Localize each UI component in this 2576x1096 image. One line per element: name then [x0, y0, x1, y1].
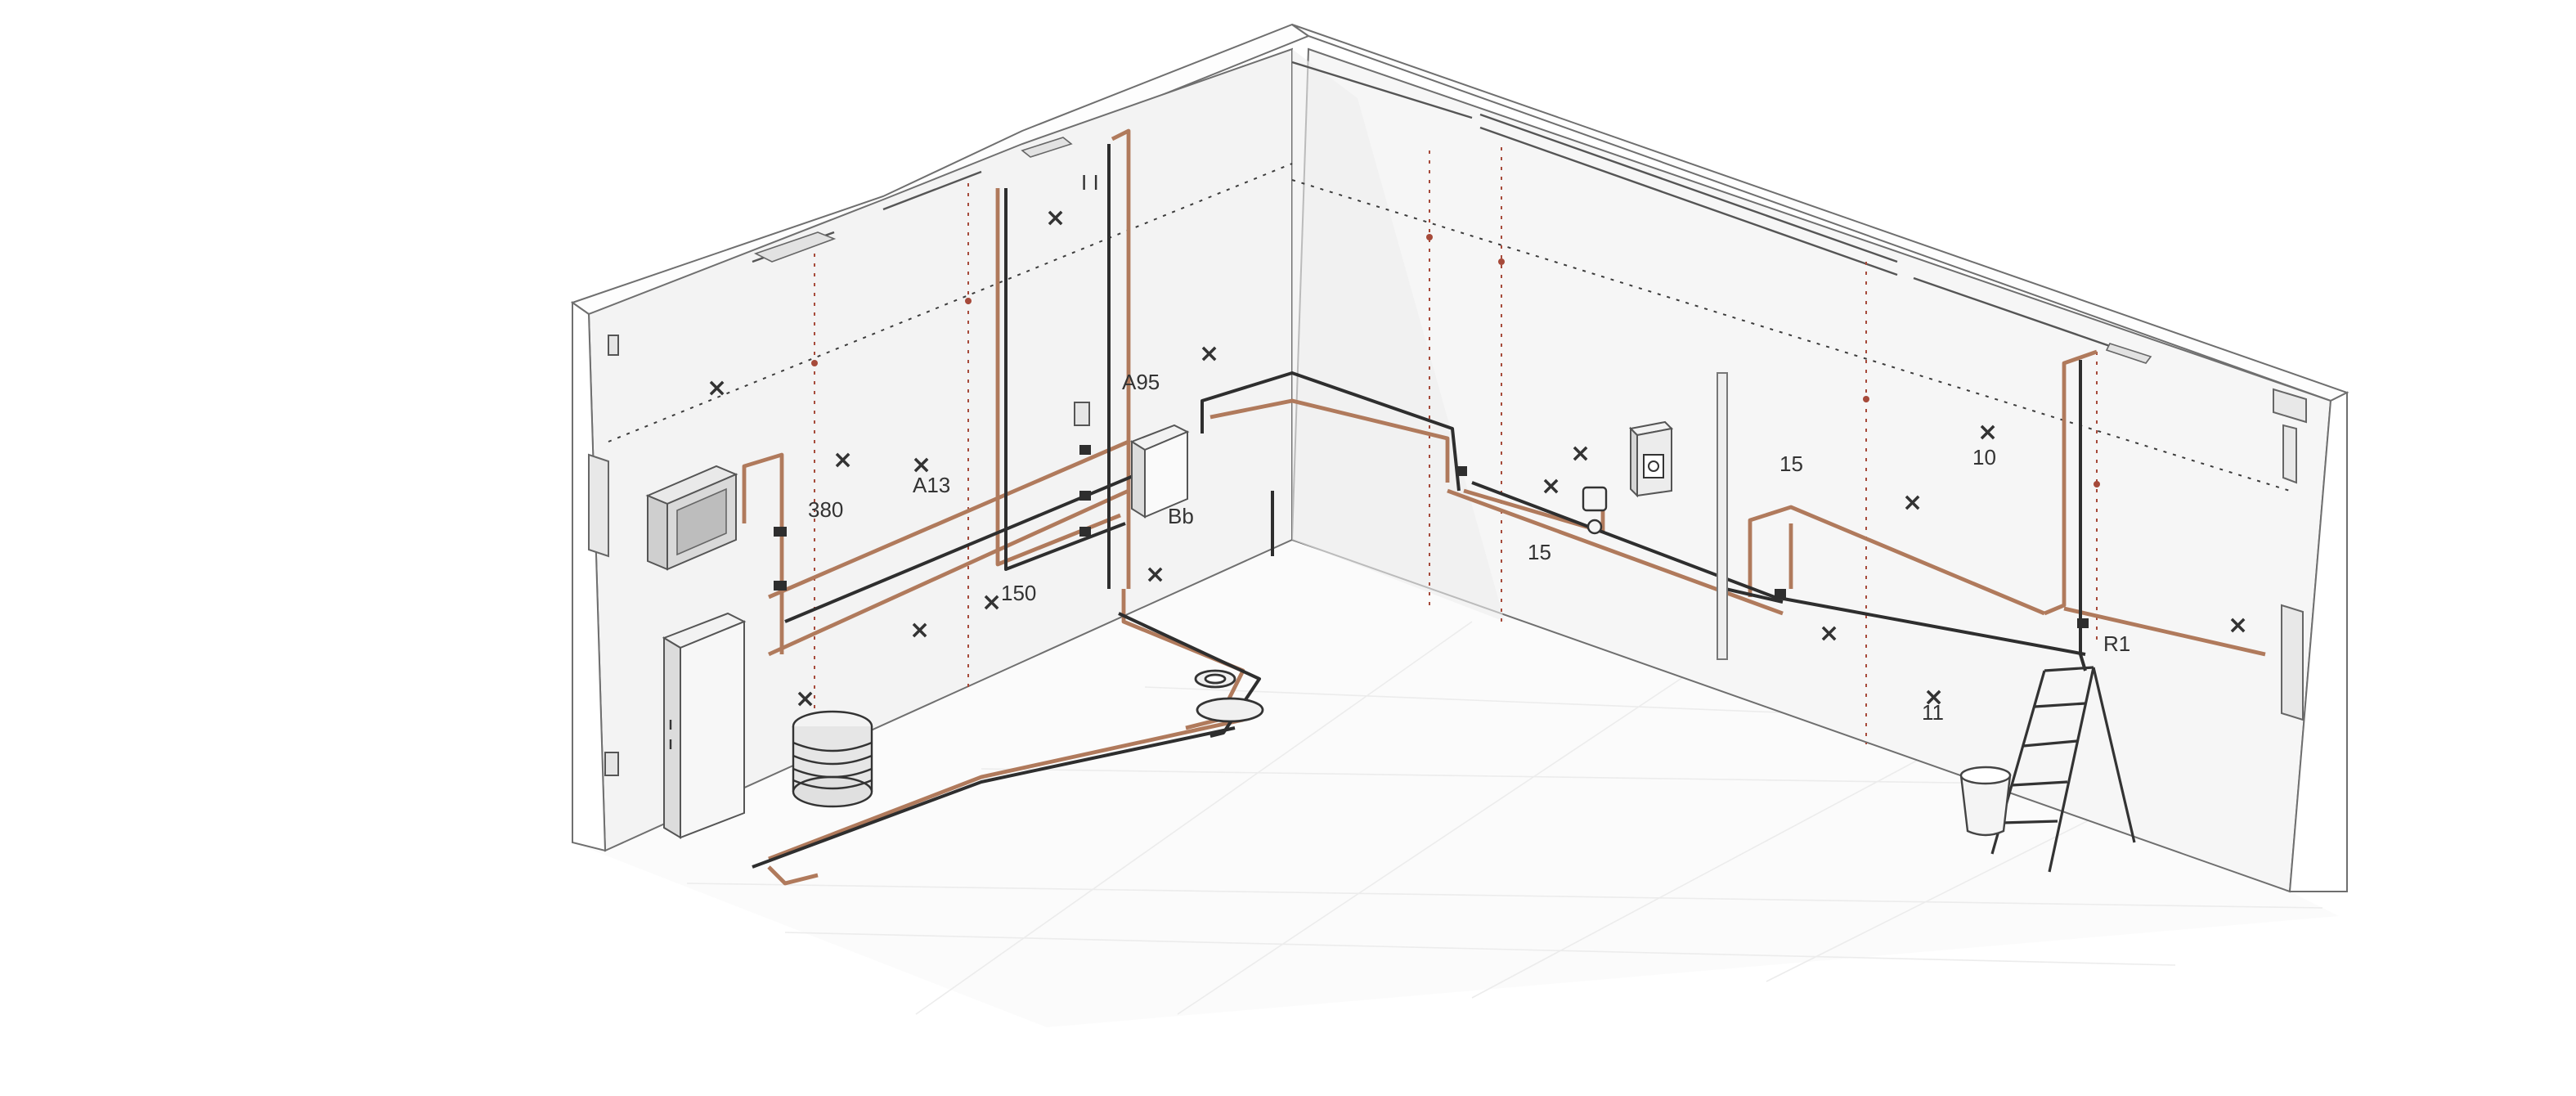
- annotation-label: 380: [808, 497, 843, 522]
- bucket-icon: [1959, 766, 2012, 837]
- plumb-lines: [814, 147, 2098, 744]
- left-wall-end: [572, 301, 607, 852]
- ceiling-vent-icon: [753, 137, 2152, 364]
- junction-box-icon: [1129, 424, 1190, 519]
- annotation-label: 15: [1779, 451, 1803, 476]
- annotation-label: A13: [913, 473, 950, 497]
- annotation-label: 150: [1001, 581, 1036, 605]
- annotation-label: R1: [2103, 631, 2130, 656]
- corner-shadow: [1292, 49, 1505, 622]
- plumb-markers: [811, 234, 2100, 487]
- annotations: 380 A13 A95 150 15 15 10 11 Bb R1 I I: [808, 170, 2130, 725]
- wall-radiator-icon: [588, 388, 2307, 721]
- x-mark: ×: [1923, 683, 1944, 712]
- annotation-label: 15: [1528, 540, 1551, 564]
- x-mark: ×: [1541, 472, 1561, 501]
- x-mark: ×: [1570, 439, 1591, 468]
- annotation-label: Bb: [1168, 504, 1194, 528]
- x-mark: ×: [2228, 611, 2248, 640]
- water-heater-tank-icon: [662, 612, 747, 839]
- thermostat-control-panel-icon: [1628, 420, 1674, 498]
- x-mark: ×: [1145, 560, 1165, 589]
- floor-drain-icon: [1194, 669, 1264, 723]
- x-mark: ×: [981, 588, 1002, 617]
- x-mark: ×: [1819, 619, 1839, 648]
- x-mark: ×: [795, 685, 815, 713]
- x-mark: ×: [1902, 488, 1923, 517]
- gauge-icon: [1582, 486, 1608, 535]
- expansion-tank-icon: [792, 710, 873, 808]
- x-marks: × × × × × × × × × × × × × × × ×: [707, 204, 2248, 713]
- level-lines: [608, 163, 2291, 492]
- annotation-label: 11: [1922, 700, 1944, 725]
- boiler-cabinet-icon: [645, 465, 738, 571]
- annotation-label: A95: [1122, 370, 1160, 394]
- x-mark: ×: [832, 446, 853, 474]
- x-mark: ×: [1199, 339, 1219, 368]
- right-wall-end: [2288, 391, 2348, 892]
- x-mark: ×: [707, 374, 727, 402]
- vertical-rod: [1717, 372, 1728, 660]
- x-mark: ×: [911, 451, 931, 479]
- x-mark: ×: [909, 616, 930, 645]
- x-mark: ×: [1977, 418, 1998, 447]
- x-mark: ×: [1045, 204, 1066, 232]
- annotation-label: I I: [1081, 170, 1099, 195]
- annotation-label: 10: [1972, 445, 1996, 469]
- wall-switch-icon: [604, 335, 1090, 776]
